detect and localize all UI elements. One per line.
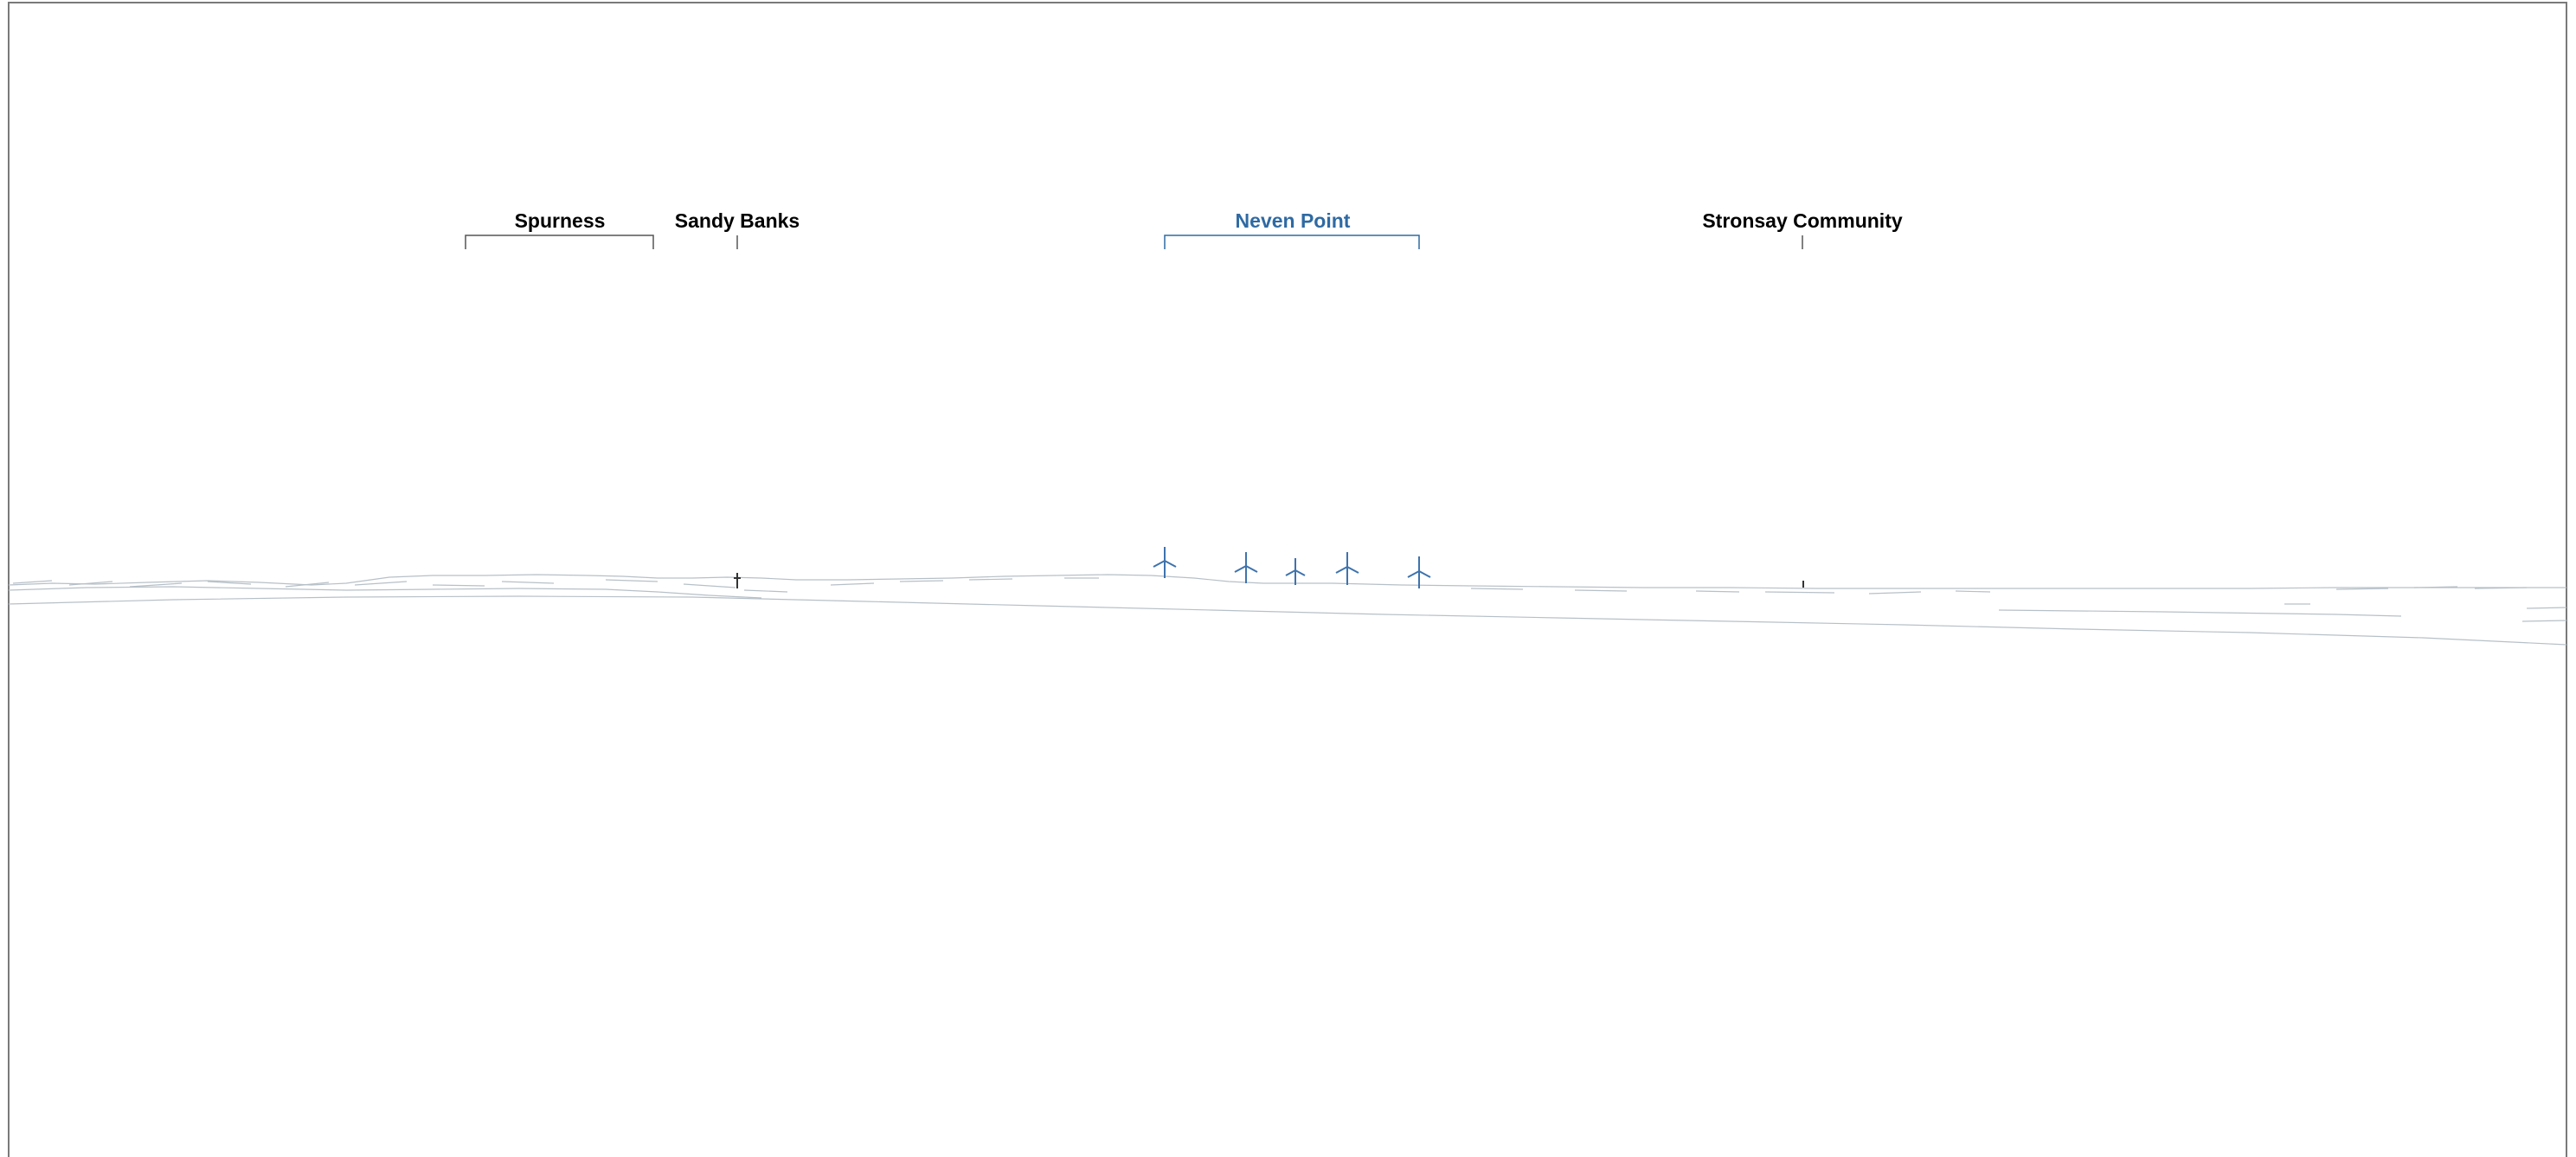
label-neven-point: Neven Point <box>1235 209 1351 232</box>
spurness-bracket <box>465 235 654 249</box>
wind-turbine-icon <box>1153 547 1177 578</box>
frame-border <box>8 2 2567 1157</box>
neven-point-bracket <box>1164 235 1420 249</box>
label-sandy-banks: Sandy Banks <box>674 209 800 232</box>
wind-turbine-icon <box>1285 558 1306 585</box>
wind-turbine-icon <box>1335 552 1359 585</box>
wind-turbine-icon <box>1234 552 1258 583</box>
sandy-banks-mast-icon <box>734 573 741 588</box>
label-spurness: Spurness <box>514 209 606 232</box>
label-stronsay-community: Stronsay Community <box>1702 209 1903 232</box>
wind-turbine-icon <box>1407 556 1431 588</box>
terrain-lines <box>8 574 2567 646</box>
